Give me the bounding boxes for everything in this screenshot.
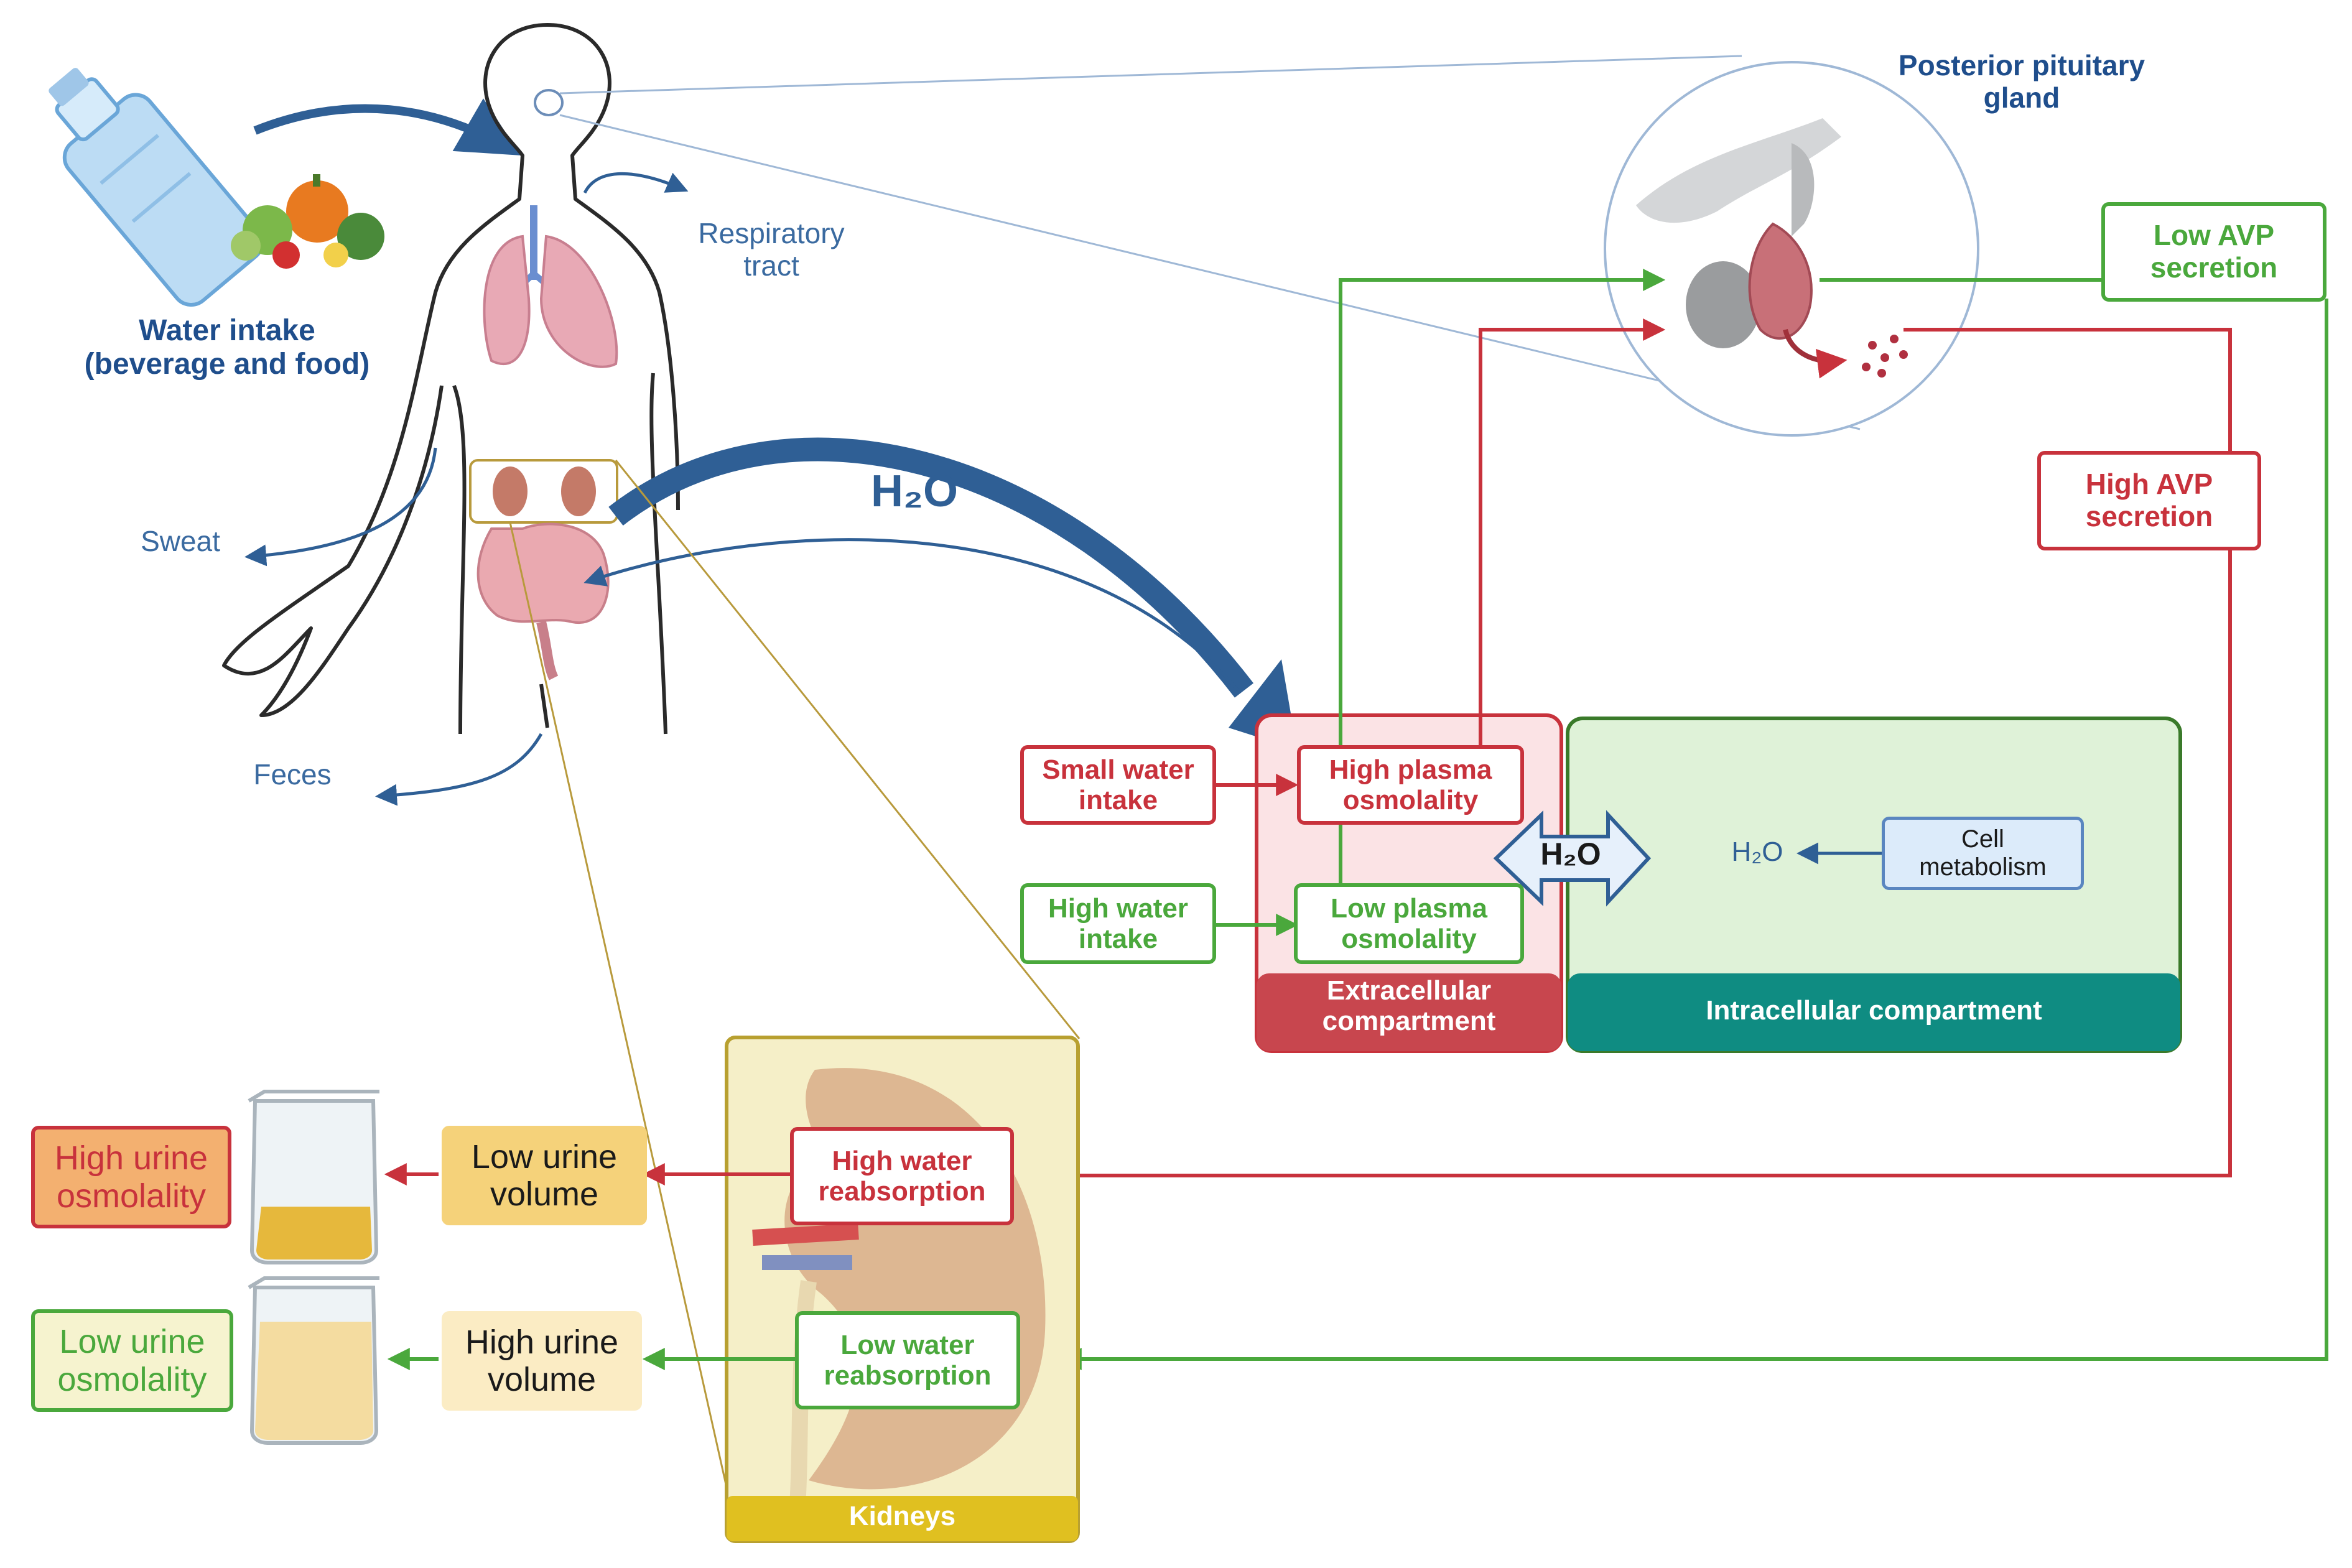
intracellular-label: Intracellular compartment: [1706, 995, 2042, 1026]
intake-arrow: [253, 98, 521, 155]
pituitary-to-high-avp-line: [1903, 328, 2232, 451]
head-focus-ring: [534, 89, 564, 116]
food-icon: [231, 174, 384, 269]
respiratory-tract-label: Respiratory tract: [698, 217, 845, 282]
beaker-dilute-icon: [248, 1276, 379, 1445]
kidney-footer-bar: [727, 1496, 1078, 1541]
beaker-concentrated-icon: [248, 1090, 379, 1264]
low-urine-osmolality-box: Low urine osmolality: [31, 1309, 233, 1412]
low-avp-box: Low AVP secretion: [2101, 202, 2326, 302]
kidney-zoom-line: [615, 460, 1081, 1039]
lungs-icon: [483, 205, 618, 368]
extracellular-footer: [1257, 973, 1561, 1051]
high-avp-box: High AVP secretion: [2037, 451, 2261, 550]
low-plasma-osmolality-box: Low plasma osmolality: [1294, 883, 1524, 964]
sweat-arrow: [244, 447, 437, 567]
kidney-window: [469, 459, 618, 524]
h2o-flow-arrow: [608, 437, 1254, 698]
gut-return-arrow: [583, 538, 1239, 692]
extracellular-label: Extracellular compartment: [1322, 975, 1496, 1037]
pituitary-gland-icon: [1636, 118, 1908, 378]
small-water-intake-box: Small water intake: [1020, 745, 1216, 825]
pituitary-label: Posterior pituitary gland: [1898, 49, 2145, 114]
high-urine-volume-box: High urine volume: [442, 1311, 642, 1411]
kidney-zoom-line: [509, 522, 729, 1493]
high-avp-to-kidney-line: [1015, 547, 2232, 1187]
high-plasma-osmolality-box: High plasma osmolality: [1297, 745, 1524, 825]
zoom-line: [559, 114, 1861, 430]
high-osm-to-pituitary-line: [1479, 318, 1666, 745]
h2o-exchange-label: H₂O: [1540, 837, 1601, 871]
sweat-label: Sweat: [141, 525, 220, 557]
low-urine-volume-box: Low urine volume: [442, 1126, 647, 1225]
water-bottle-icon: [49, 68, 264, 307]
high-water-reabsorption-box: High water reabsorption: [790, 1127, 1014, 1225]
h2o-flow-label: H₂O: [871, 466, 958, 516]
cell-metabolism-box: Cell metabolism: [1882, 817, 2084, 890]
avp-release-arrow: [1783, 328, 1848, 379]
water-intake-label: Water intake (beverage and food): [84, 314, 370, 381]
human-body: [222, 23, 680, 735]
high-water-intake-box: High water intake: [1020, 883, 1216, 964]
intestine-icon: [476, 522, 610, 680]
low-water-reabsorption-box: Low water reabsorption: [795, 1311, 1020, 1409]
feces-label: Feces: [253, 758, 332, 791]
h2o-exchange-arrow: [1493, 810, 1652, 907]
high-urine-osmolality-box: High urine osmolality: [31, 1126, 231, 1228]
low-avp-to-kidney-line: [1059, 299, 2328, 1370]
cell-h2o-label: H₂O: [1731, 837, 1783, 867]
respiratory-arrow: [583, 172, 689, 194]
zoom-line: [559, 55, 1742, 95]
body-kidneys-icon: [493, 466, 596, 516]
intracellular-footer: [1568, 973, 2180, 1051]
low-osm-to-pituitary-line: [1339, 269, 1666, 883]
kidneys-label: Kidneys: [848, 1501, 956, 1531]
feces-arrow: [375, 733, 543, 806]
